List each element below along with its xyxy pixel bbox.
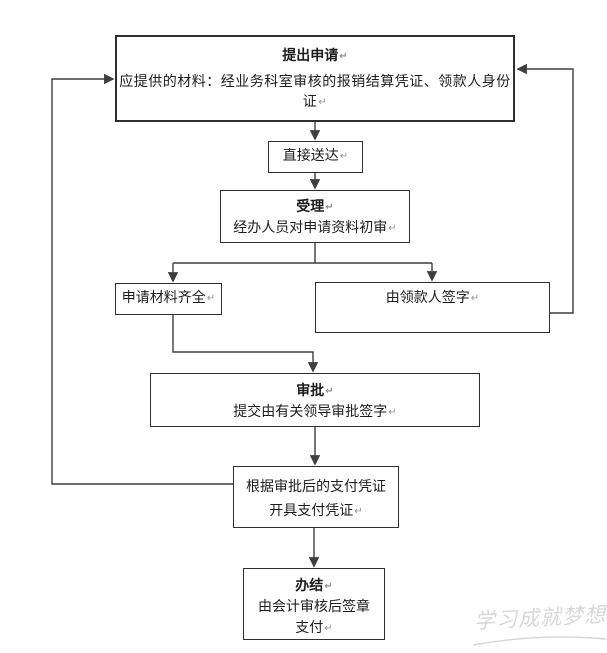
apply-box-body: 应提供的材料：经业务科室审核的报销结算凭证、领款人身份证↵ <box>117 72 513 113</box>
complete-box-line1: 由会计审核后签章 <box>244 597 384 618</box>
complete-line1-text: 由会计审核后签章 <box>258 599 370 615</box>
voucher-box-line1: 根据审批后的支付凭证 <box>234 475 398 499</box>
accept-box: 受理↵ 经办人员对申请资料初审↵ <box>220 190 410 243</box>
materials-box: 申请材料齐全↵ <box>115 283 222 315</box>
approve-title-text: 审批 <box>296 383 325 399</box>
approve-box: 审批↵ 提交由有关领导审批签字↵ <box>150 373 480 427</box>
complete-title-text: 办结 <box>295 578 324 594</box>
connector-voucher-feedback-to-apply <box>51 73 233 485</box>
apply-body-text: 应提供的材料：经业务科室审核的报销结算凭证、领款人身份证 <box>119 74 511 110</box>
sign-label: 由领款人签字 <box>385 290 470 306</box>
apply-box: 提出申请↵ 应提供的材料：经业务科室审核的报销结算凭证、领款人身份证↵ <box>115 35 515 122</box>
complete-box-line2: 支付↵ <box>244 618 384 639</box>
voucher-box: 根据审批后的支付凭证 开具支付凭证↵ <box>233 466 399 528</box>
complete-box-title: 办结↵ <box>244 576 384 597</box>
apply-title-text: 提出申请 <box>282 48 339 64</box>
approve-box-body: 提交由有关领导审批签字↵ <box>151 402 479 423</box>
voucher-box-line2: 开具支付凭证↵ <box>234 499 398 524</box>
accept-box-body: 经办人员对申请资料初审↵ <box>221 218 409 239</box>
return-mark-icon: ↵ <box>339 51 348 62</box>
accept-box-title: 受理↵ <box>221 197 409 218</box>
voucher-line2-text: 开具支付凭证 <box>269 503 354 519</box>
return-mark-icon: ↵ <box>388 407 397 418</box>
complete-box: 办结↵ 由会计审核后签章 支付↵ <box>243 568 385 640</box>
return-mark-icon: ↵ <box>339 151 349 162</box>
return-mark-icon: ↵ <box>470 293 480 304</box>
deliver-box: 直接送达↵ <box>268 141 363 173</box>
deliver-label: 直接送达 <box>282 148 339 164</box>
connector-materials-to-approve <box>172 315 319 373</box>
return-mark-icon: ↵ <box>324 623 333 634</box>
return-mark-icon: ↵ <box>325 386 334 397</box>
complete-line2-text: 支付 <box>295 620 324 636</box>
materials-label: 申请材料齐全 <box>121 290 206 306</box>
connector-sign-feedback-to-apply <box>516 63 574 314</box>
return-mark-icon: ↵ <box>206 293 216 304</box>
accept-title-text: 受理 <box>296 199 325 215</box>
watermark-underline <box>472 636 607 646</box>
apply-box-title: 提出申请↵ <box>117 46 513 67</box>
accept-body-text: 经办人员对申请资料初审 <box>233 220 388 236</box>
return-mark-icon: ↵ <box>354 506 363 517</box>
return-mark-icon: ↵ <box>318 97 328 108</box>
return-mark-icon: ↵ <box>325 202 334 213</box>
approve-box-title: 审批↵ <box>151 381 479 402</box>
voucher-line1-text: 根据审批后的支付凭证 <box>246 479 386 495</box>
sign-box: 由领款人签字↵ <box>315 282 550 333</box>
approve-body-text: 提交由有关领导审批签字 <box>233 404 388 420</box>
return-mark-icon: ↵ <box>388 223 397 234</box>
return-mark-icon: ↵ <box>324 581 333 592</box>
